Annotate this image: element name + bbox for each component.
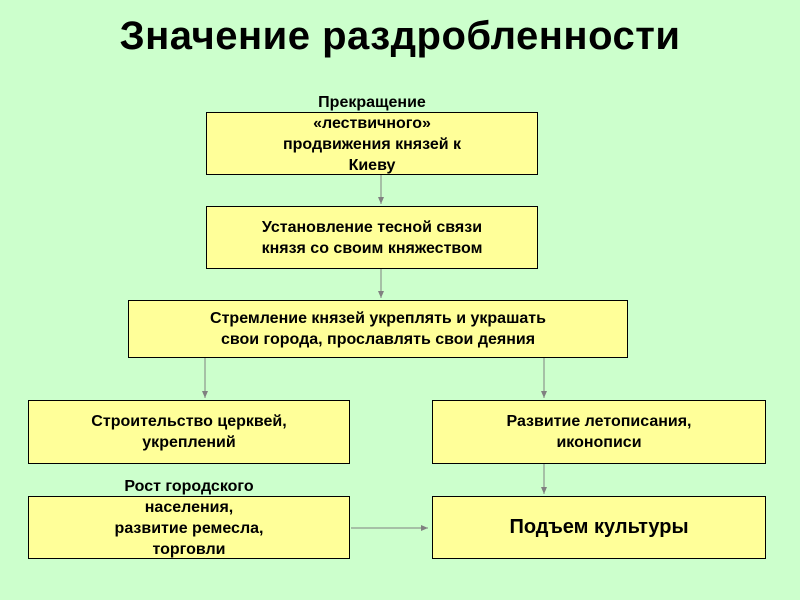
node-line: укреплений: [142, 434, 236, 451]
node-line: Строительство церквей,: [91, 413, 287, 430]
node-podem-kultury: Подъем культуры: [432, 496, 766, 559]
node-line: иконописи: [556, 434, 642, 451]
node-line: продвижения князей к: [282, 136, 462, 153]
node-line: Киеву: [348, 157, 396, 174]
node-line: Установление тесной связи: [261, 218, 483, 236]
node-line: свои города, прославлять свои деяния: [220, 331, 536, 348]
node-line: «лествичного»: [313, 115, 431, 132]
node-line: Рост городского: [124, 478, 254, 495]
node-line: Стремление князей укреплять и украшать: [210, 310, 546, 327]
node-line: Прекращение: [318, 94, 426, 111]
page-title: Значение раздробленности: [119, 14, 681, 58]
node-prekrashchenie: [206, 112, 538, 175]
node-line: развитие ремесла,: [114, 520, 264, 537]
node-line: Развитие летописания,: [506, 413, 692, 430]
node-line: торговли: [152, 541, 226, 558]
node-line: Подъем культуры: [509, 516, 689, 538]
node-razvitie-letopisaniya: Развитие летописания, иконописи: [432, 400, 766, 464]
node-stremlenie: Стремление князей укреплять и украшать с…: [128, 300, 628, 358]
node-stroitelstvo: Строительство церквей, укреплений: [28, 400, 350, 464]
node-rost-gorodskogo-text: Рост городского населения, развитие реме…: [28, 476, 350, 560]
node-prekrashchenie-text: Прекращение «лествичного» продвижения кн…: [206, 92, 538, 176]
node-rost-gorodskogo: [28, 496, 350, 559]
node-ustanovlenie: Установление тесной связи князя со своим…: [206, 206, 538, 269]
node-line: князя со своим княжеством: [261, 239, 483, 257]
node-line: населения,: [144, 499, 234, 516]
